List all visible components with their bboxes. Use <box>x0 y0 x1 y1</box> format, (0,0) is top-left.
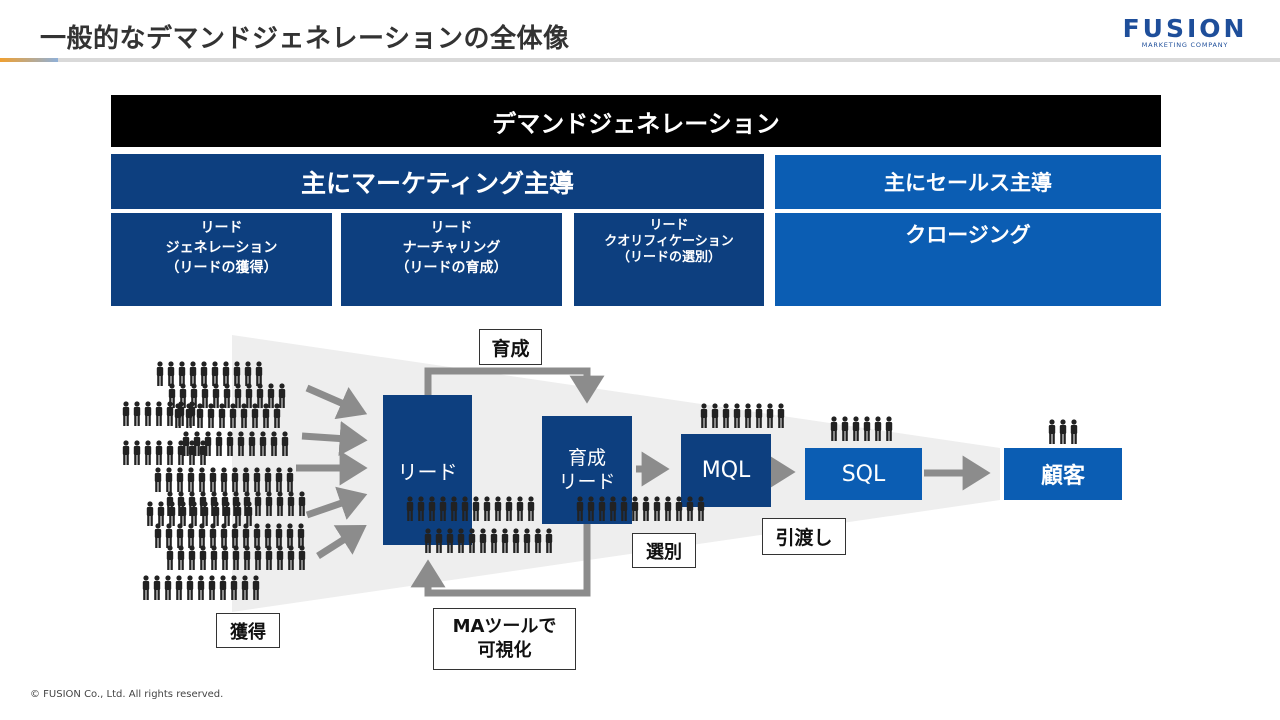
person-icon <box>534 528 542 553</box>
person-icon <box>417 496 425 521</box>
funnel-stage-lead: リード <box>383 395 472 545</box>
person-icon <box>527 496 535 521</box>
person-icon <box>576 496 584 521</box>
acquisition-arrows <box>296 384 368 559</box>
person-icon <box>653 496 661 521</box>
person-icon <box>424 528 432 553</box>
person-icon <box>609 496 617 521</box>
stage-label-line: ナーチャリング <box>402 240 501 256</box>
person-icon <box>457 528 465 553</box>
person-icon <box>755 403 763 428</box>
person-icon <box>468 528 476 553</box>
nurtured-label-line: 育成 <box>567 447 606 469</box>
copyright-notice: © FUSION Co., Ltd. All rights reserved. <box>30 689 224 700</box>
funnel-stage-customer: 顧客 <box>1004 448 1122 500</box>
stage-label-line: （リードの獲得） <box>165 260 278 276</box>
label-acquire: 獲得 <box>216 613 280 648</box>
stage-label-line: リード <box>430 220 473 236</box>
person-icon <box>697 496 705 521</box>
person-icon <box>450 496 458 521</box>
label-ma-tool: MAツールで 可視化 <box>433 608 576 670</box>
person-icon <box>642 496 650 521</box>
marketing-led-heading: 主にマーケティング主導 <box>111 154 764 209</box>
person-icon <box>428 496 436 521</box>
person-icon <box>494 496 502 521</box>
person-icon <box>490 528 498 553</box>
ma-label-line: 可視化 <box>477 640 532 661</box>
person-icon <box>516 496 524 521</box>
person-icon <box>545 528 553 553</box>
logo-tagline: MARKETING COMPANY <box>1141 41 1229 49</box>
stage-closing: クロージング <box>775 213 1161 306</box>
funnel-stage-mql: MQL <box>681 434 771 507</box>
label-select: 選別 <box>632 533 696 568</box>
person-icon <box>472 496 480 521</box>
person-icon <box>1048 419 1056 444</box>
pipeline-arrows <box>636 451 991 491</box>
nurtured-label-line: リード <box>558 471 616 493</box>
sales-led-heading: 主にセールス主導 <box>775 155 1161 209</box>
title-divider <box>0 58 1280 62</box>
stage-lead-generation: リード ジェネレーション （リードの獲得） <box>111 213 332 306</box>
stage-label-line: （リードの育成） <box>395 260 508 276</box>
person-icon <box>483 496 491 521</box>
person-icon <box>631 496 639 521</box>
person-icon <box>852 416 860 441</box>
person-icon <box>700 403 708 428</box>
person-icon <box>664 496 672 521</box>
person-icon <box>587 496 595 521</box>
stage-lead-qualification: リード クオリフィケーション （リードの選別） <box>574 213 764 306</box>
person-icon <box>874 416 882 441</box>
person-icon <box>479 528 487 553</box>
label-handover: 引渡し <box>762 518 846 555</box>
person-icon <box>830 416 838 441</box>
ma-label-line: MAツールで <box>452 616 557 637</box>
person-icon <box>766 403 774 428</box>
person-icon <box>598 496 606 521</box>
person-icon <box>523 528 531 553</box>
person-icon <box>863 416 871 441</box>
demand-generation-banner: デマンドジェネレーション <box>111 95 1161 147</box>
stage-label-line: リード <box>649 218 689 233</box>
person-icon <box>1070 419 1078 444</box>
person-icon <box>512 528 520 553</box>
person-icon <box>461 496 469 521</box>
nurture-loop-arrows <box>410 367 605 597</box>
person-icon <box>841 416 849 441</box>
person-icon <box>446 528 454 553</box>
company-logo: FUSION MARKETING COMPANY <box>1118 14 1252 49</box>
person-icon <box>439 496 447 521</box>
title-divider-accent <box>0 58 58 62</box>
page-title: 一般的なデマンドジェネレーションの全体像 <box>40 24 570 54</box>
stage-lead-nurturing: リード ナーチャリング （リードの育成） <box>341 213 562 306</box>
stage-label-line: ジェネレーション <box>165 240 278 256</box>
person-icon <box>406 496 414 521</box>
stage-label-line: （リードの選別） <box>616 250 721 265</box>
stage-label-line: リード <box>200 220 243 236</box>
person-icon <box>777 403 785 428</box>
person-icon <box>733 403 741 428</box>
person-icon <box>501 528 509 553</box>
person-icon <box>435 528 443 553</box>
person-icon <box>1059 419 1067 444</box>
person-icon <box>744 403 752 428</box>
person-icon <box>620 496 628 521</box>
person-icon <box>885 416 893 441</box>
person-icon <box>686 496 694 521</box>
logo-wordmark: FUSION <box>1122 14 1248 43</box>
person-icon <box>722 403 730 428</box>
stage-label-line: クオリフィケーション <box>604 234 734 249</box>
people-groups <box>406 403 1078 553</box>
label-nurture: 育成 <box>479 329 542 365</box>
funnel-stage-sql: SQL <box>805 448 922 500</box>
person-icon <box>505 496 513 521</box>
person-icon <box>675 496 683 521</box>
person-icon <box>711 403 719 428</box>
funnel-stage-nurtured-lead: 育成 リード <box>542 416 632 524</box>
